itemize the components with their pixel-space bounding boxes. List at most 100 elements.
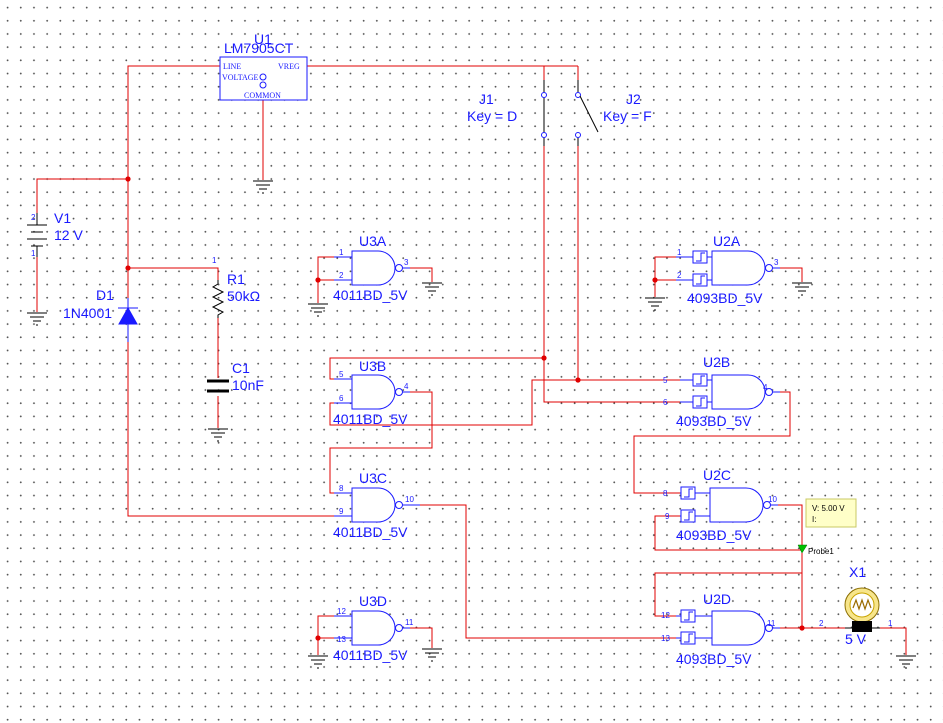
- wire-u3d-in[interactable]: [317, 615, 334, 639]
- diode-d1[interactable]: D1 1N4001: [63, 287, 138, 342]
- r1-ref: R1: [227, 271, 245, 287]
- pin-number: 3: [404, 258, 409, 267]
- nand-gate-u3a[interactable]: 1 2 3 U3A 4011BD_5V: [333, 233, 410, 303]
- d1-ref: D1: [96, 287, 114, 303]
- ground-icon: [27, 312, 47, 326]
- pin-number: 4: [763, 383, 768, 392]
- capacitor-c1[interactable]: C1 10nF: [207, 360, 264, 393]
- u3b-part: 4011BD_5V: [333, 411, 408, 427]
- schmitt-nand-gate-u2d[interactable]: 12 13 11 U2D 4093BD_5V: [661, 591, 780, 667]
- d1-part: 1N4001: [63, 305, 112, 321]
- wire-u2b-out[interactable]: [633, 391, 791, 494]
- j2-ref: J2: [626, 91, 641, 107]
- pin-number: 12: [661, 611, 670, 620]
- u1-ref: U1: [254, 31, 272, 47]
- junction-dot: [125, 176, 131, 182]
- wire-u3b-out[interactable]: [329, 391, 433, 494]
- u3c-part: 4011BD_5V: [333, 524, 408, 540]
- junction-dot: [315, 635, 321, 641]
- pin-number: 5: [339, 370, 344, 379]
- pin-number: 10: [768, 495, 777, 504]
- wire-u3c-out[interactable]: [420, 504, 676, 639]
- c1-ref: C1: [232, 360, 250, 376]
- wire-u2d-in12[interactable]: [654, 572, 802, 617]
- x1-value: 5 V: [845, 631, 867, 647]
- junction-dot: [799, 625, 805, 631]
- j1-key: Key = D: [467, 108, 517, 124]
- wire-u2c-out[interactable]: [778, 504, 803, 628]
- battery-v1[interactable]: 2 1 V1 12 V: [27, 210, 83, 258]
- pin-number: 1: [31, 249, 36, 258]
- resistor-r1[interactable]: 1 R1 50kΩ: [211, 256, 260, 318]
- pin-number: 2: [31, 213, 36, 222]
- wire-x1-gnd[interactable]: [880, 627, 907, 655]
- nand-gate-u3c[interactable]: 8 9 10 U3C 4011BD_5V: [333, 470, 420, 540]
- pin-number: 4: [404, 382, 409, 391]
- junction-dot: [125, 265, 131, 271]
- pin-number: 1: [888, 619, 893, 628]
- u3a-part: 4011BD_5V: [333, 287, 408, 303]
- ground-icon: [422, 648, 442, 662]
- pin-number: 2: [339, 271, 344, 280]
- schmitt-nand-gate-u2b[interactable]: 5 6 4 U2B 4093BD_5V: [663, 354, 780, 429]
- v1-value: 12 V: [54, 227, 83, 243]
- wire-u3a-out[interactable]: [410, 267, 433, 282]
- switch-j2[interactable]: J2 Key = F: [575, 80, 652, 146]
- regulator-u1[interactable]: U1 LM7905CT LINE VOLTAGE VREG COMMON: [219, 31, 308, 101]
- wire-j1-out[interactable]: [329, 146, 545, 380]
- pin-number: 8: [339, 484, 344, 493]
- pin-number: 6: [339, 394, 344, 403]
- wire-u3a-in[interactable]: [317, 256, 334, 281]
- wire-v1-top[interactable]: [36, 178, 128, 213]
- nand-gate-u3d[interactable]: 12 13 11 U3D 4011BD_5V: [333, 593, 414, 663]
- wire-u3b-in6[interactable]: [329, 379, 578, 426]
- v1-ref: V1: [54, 210, 71, 226]
- u2c-ref: U2C: [703, 467, 731, 483]
- u3d-part: 4011BD_5V: [333, 647, 408, 663]
- wire-d1-return[interactable]: [127, 342, 334, 517]
- nand-gate-u3b[interactable]: 5 6 4 U3B 4011BD_5V: [333, 358, 410, 427]
- r1-value: 50kΩ: [227, 288, 260, 304]
- probe-voltage: V: 5.00 V: [812, 504, 845, 513]
- u3a-ref: U3A: [359, 233, 387, 249]
- junction-dot: [575, 377, 581, 383]
- junction-dot: [541, 355, 547, 361]
- ground-icon: [792, 282, 812, 296]
- u1-pin-line: LINE: [223, 62, 241, 71]
- pin-number: 2: [677, 271, 682, 280]
- wire-j1-u2b[interactable]: [543, 358, 680, 403]
- ground-icon: [308, 303, 328, 317]
- wire-r1-top[interactable]: [128, 267, 219, 280]
- lamp-x1[interactable]: 2 1 X1 5 V: [819, 564, 893, 647]
- probe1[interactable]: V: 5.00 V I: Probe1: [797, 498, 857, 556]
- pin-number: 12: [337, 607, 346, 616]
- ground-icon: [253, 180, 273, 194]
- switch-j1[interactable]: J1 Key = D: [467, 80, 547, 146]
- u2d-part: 4093BD_5V: [676, 651, 752, 667]
- schmitt-nand-gate-u2a[interactable]: 1 2 3 U2A 4093BD_5V: [676, 233, 780, 306]
- junction-dot: [315, 277, 321, 283]
- wire-u2a-out[interactable]: [780, 267, 803, 282]
- pin-number: 1: [677, 248, 682, 257]
- x1-ref: X1: [849, 564, 866, 580]
- wire-u3d-out[interactable]: [410, 627, 433, 648]
- probe-label: Probe1: [808, 547, 834, 556]
- ground-icon: [645, 297, 665, 311]
- grounds: [27, 180, 916, 669]
- probe-current: I:: [812, 515, 816, 524]
- c1-value: 10nF: [232, 377, 264, 393]
- junction-dot: [652, 277, 658, 283]
- ground-icon: [896, 655, 916, 669]
- pin-number: 13: [337, 635, 346, 644]
- ground-icon: [422, 282, 442, 296]
- schmitt-nand-gate-u2c[interactable]: 8 9 10 U2C 4093BD_5V: [663, 467, 778, 543]
- u3b-ref: U3B: [359, 358, 386, 374]
- u2a-ref: U2A: [713, 233, 741, 249]
- wire-j2-out[interactable]: [577, 146, 680, 381]
- wire-u2a-in[interactable]: [654, 256, 676, 281]
- wire-line-in[interactable]: [127, 65, 220, 179]
- pin-number: 1: [339, 248, 344, 257]
- wire-u2c-in9[interactable]: [654, 515, 802, 551]
